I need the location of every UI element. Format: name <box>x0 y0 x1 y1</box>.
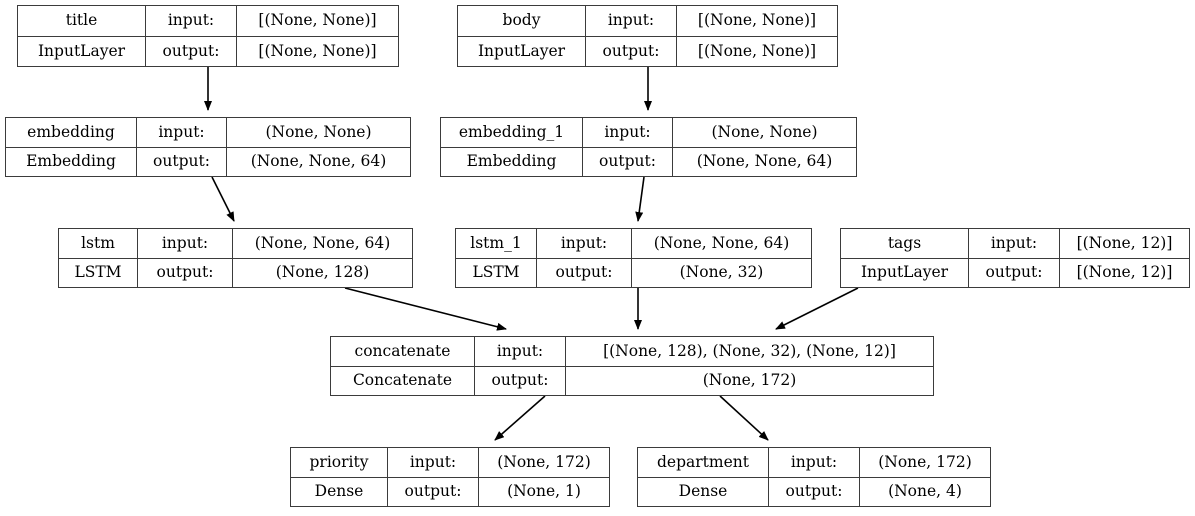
input-shape-tags: [(None, 12)] <box>1076 233 1173 252</box>
layer-name-lstm: lstm <box>59 229 138 258</box>
layer-class-department: Dense <box>638 477 769 506</box>
output-label-department: output: <box>769 477 860 506</box>
layer-class-lstm: LSTM <box>59 258 138 287</box>
edge-concatenate-to-department <box>719 395 769 441</box>
input-shape-embedding: (None, None) <box>265 122 372 141</box>
input-shape-lstm_1: (None, None, 64) <box>653 233 790 252</box>
output-shape-embedding: (None, None, 64) <box>250 152 387 170</box>
output-shape-tags: [(None, 12)] <box>1076 263 1173 281</box>
input-label-priority: input: <box>388 448 479 477</box>
input-shape-body: [(None, None)] <box>697 11 817 29</box>
input-shape-lstm: (None, None, 64) <box>254 233 391 252</box>
input-shape-concatenate: [(None, 128), (None, 32), (None, 12)] <box>603 341 896 360</box>
edge-embedding-to-lstm <box>211 176 235 222</box>
output-label-embedding: output: <box>137 147 227 176</box>
output-shape-lstm_1: (None, 32) <box>679 263 764 281</box>
edge-concatenate-to-priority <box>494 395 546 441</box>
layer-class-priority: Dense <box>291 477 388 506</box>
output-shape-embedding_1: (None, None, 64) <box>696 152 833 170</box>
input-label-concatenate: input: <box>475 337 566 366</box>
edge-embedding_1-to-lstm_1 <box>635 176 645 222</box>
input-label-body: input: <box>586 6 677 36</box>
layer-name-body: body <box>458 6 586 36</box>
input-label-title: input: <box>146 6 237 36</box>
layer-class-embedding: Embedding <box>6 147 137 176</box>
input-label-department: input: <box>769 448 860 477</box>
input-shape-department: (None, 172) <box>878 452 972 471</box>
output-shape-body: [(None, None)] <box>697 41 817 60</box>
layer-class-concatenate: Concatenate <box>331 366 475 395</box>
output-label-lstm_1: output: <box>537 258 632 287</box>
input-label-lstm: input: <box>138 229 233 258</box>
layer-class-title: InputLayer <box>18 36 146 66</box>
output-shape-lstm: (None, 128) <box>275 263 370 281</box>
layer-class-lstm_1: LSTM <box>456 258 537 287</box>
output-label-priority: output: <box>388 477 479 506</box>
output-label-tags: output: <box>969 258 1060 287</box>
input-label-lstm_1: input: <box>537 229 632 258</box>
input-shape-priority: (None, 172) <box>497 452 591 471</box>
layer-name-lstm_1: lstm_1 <box>456 229 537 258</box>
input-shape-embedding_1: (None, None) <box>711 122 818 141</box>
edge-tags-to-concatenate <box>775 287 859 330</box>
output-shape-title: [(None, None)] <box>258 41 377 60</box>
input-label-embedding: input: <box>137 118 227 147</box>
output-label-title: output: <box>146 36 237 66</box>
output-shape-department: (None, 4) <box>888 482 962 500</box>
output-shape-concatenate: (None, 172) <box>702 371 797 389</box>
output-label-body: output: <box>586 36 677 66</box>
layer-name-embedding_1: embedding_1 <box>441 118 583 147</box>
output-shape-priority: (None, 1) <box>507 482 581 500</box>
output-label-embedding_1: output: <box>583 147 673 176</box>
layer-name-concatenate: concatenate <box>331 337 475 366</box>
input-shape-title: [(None, None)] <box>258 11 377 29</box>
layer-name-priority: priority <box>291 448 388 477</box>
layer-class-embedding_1: Embedding <box>441 147 583 176</box>
layer-name-department: department <box>638 448 769 477</box>
layer-name-tags: tags <box>841 229 969 258</box>
edge-lstm-to-concatenate <box>344 287 507 331</box>
layer-class-tags: InputLayer <box>841 258 969 287</box>
layer-name-embedding: embedding <box>6 118 137 147</box>
output-label-concatenate: output: <box>475 366 566 395</box>
output-label-lstm: output: <box>138 258 233 287</box>
layer-class-body: InputLayer <box>458 36 586 66</box>
input-label-tags: input: <box>969 229 1060 258</box>
layer-name-title: title <box>18 6 146 36</box>
input-label-embedding_1: input: <box>583 118 673 147</box>
